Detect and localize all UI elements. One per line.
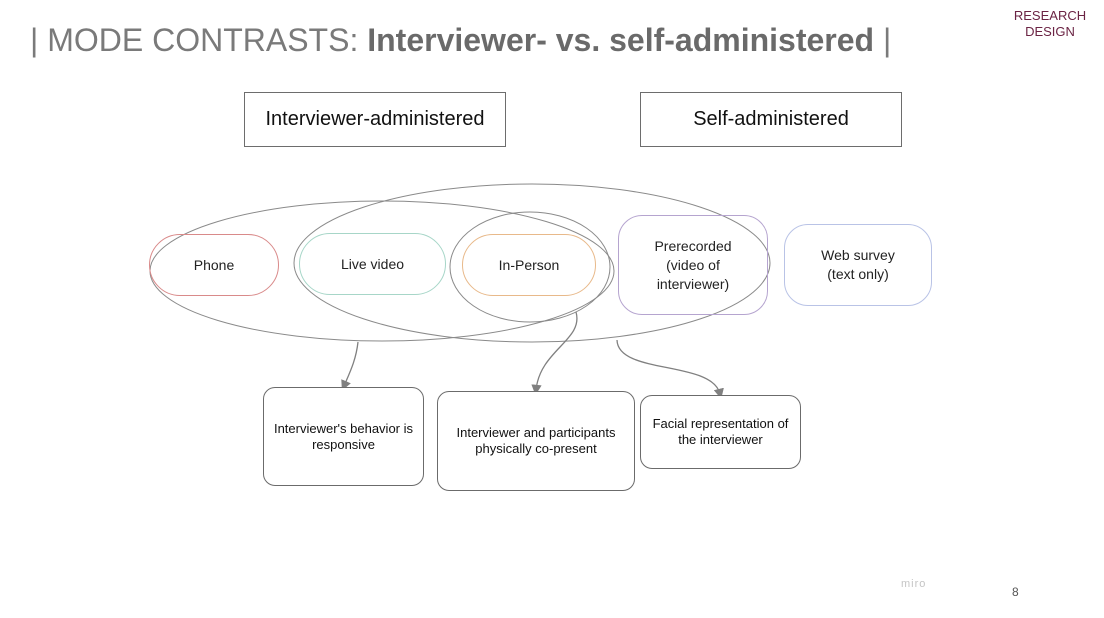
- web-survey-line-2: (text only): [827, 266, 889, 282]
- miro-watermark: miro: [901, 578, 927, 590]
- arrow-to-copresent: [531, 311, 578, 396]
- mode-in-person-label: In-Person: [498, 256, 560, 273]
- slide-title: | MODE CONTRASTS: Interviewer- vs. self-…: [30, 22, 891, 59]
- web-survey-line-1: Web survey: [821, 247, 895, 263]
- mode-web-survey: Web survey (text only): [784, 224, 932, 306]
- mode-in-person: In-Person: [462, 234, 596, 296]
- mode-live-video-label: Live video: [340, 255, 405, 272]
- prerecorded-line-3: interviewer): [656, 275, 730, 292]
- title-suffix: |: [874, 22, 892, 58]
- self-administered-box: Self-administered: [640, 92, 902, 147]
- feature-facial: Facial representation of the interviewer: [640, 395, 801, 469]
- mode-prerecorded: Prerecorded (video of interviewer): [618, 215, 768, 315]
- section-label: RESEARCH DESIGN: [1013, 8, 1087, 39]
- arrow-to-facial: [616, 339, 724, 400]
- facial-group-ellipse: [293, 183, 771, 343]
- title-prefix: | MODE CONTRASTS:: [30, 22, 368, 58]
- page-number: 8: [1012, 585, 1019, 599]
- feature-copresent: Interviewer and participants physically …: [437, 391, 635, 491]
- prerecorded-line-2: (video of: [666, 256, 720, 273]
- mode-phone: Phone: [149, 234, 279, 296]
- mode-phone-label: Phone: [193, 256, 235, 273]
- mode-live-video: Live video: [299, 233, 446, 295]
- copresent-group-ellipse: [449, 211, 611, 323]
- prerecorded-line-1: Prerecorded: [654, 237, 732, 254]
- feature-responsive: Interviewer's behavior is responsive: [263, 387, 424, 486]
- arrow-to-responsive: [341, 341, 359, 391]
- title-bold: Interviewer- vs. self-administered: [367, 22, 875, 58]
- interviewer-administered-box: Interviewer-administered: [244, 92, 506, 147]
